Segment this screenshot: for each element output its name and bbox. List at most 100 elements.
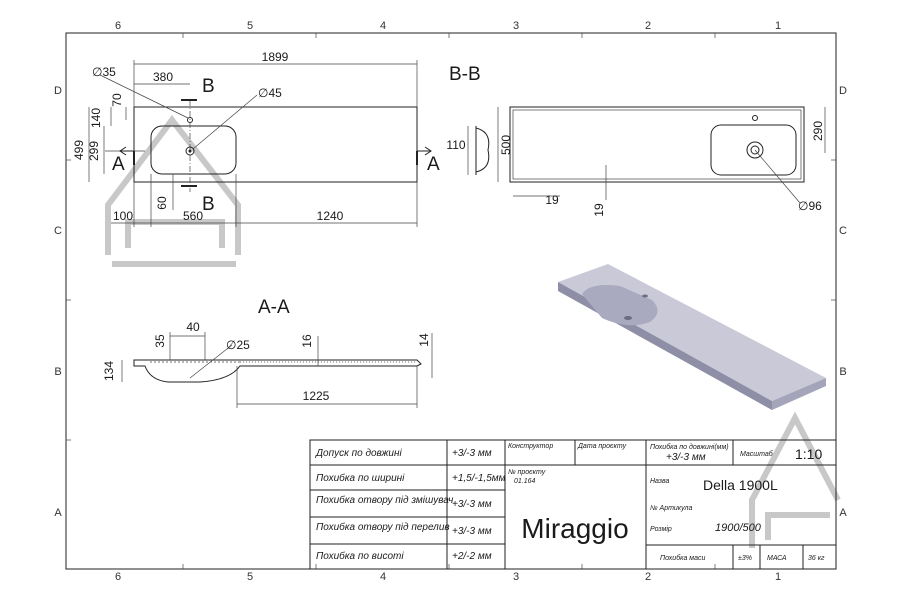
section-letter-a-right: A bbox=[427, 154, 440, 175]
grid-row-b: B bbox=[54, 366, 61, 378]
b-b-drain-outer bbox=[746, 141, 764, 159]
length-error-value: +3/-3 мм bbox=[666, 452, 706, 463]
leader-d45 bbox=[192, 94, 258, 150]
leader-d96 bbox=[754, 149, 801, 204]
tolerance-value-height: +2/-2 мм bbox=[452, 551, 492, 562]
grid-col-4: 4 bbox=[380, 571, 386, 583]
dim-14: 14 bbox=[417, 333, 431, 347]
constructor-label: Конструктор bbox=[508, 443, 553, 450]
scale-value: 1:10 bbox=[795, 446, 822, 462]
mass-value: 36 кг bbox=[808, 555, 825, 562]
dim-1225: 1225 bbox=[303, 389, 330, 403]
view-b-b: B-B ∅96 500 290 19 19 bbox=[449, 64, 826, 217]
brand-logo-text: Miraggio bbox=[521, 513, 628, 544]
scale-label: Масштаб bbox=[740, 450, 774, 458]
grid-row-a: A bbox=[54, 507, 62, 519]
size-value: 1900/500 bbox=[715, 522, 762, 534]
b-b-basin bbox=[710, 124, 797, 176]
render-mixer-hole bbox=[642, 294, 648, 298]
mass-label: МАСА bbox=[767, 555, 787, 562]
view-a-a-title: A-A bbox=[258, 297, 290, 318]
arrow-a-right bbox=[417, 146, 432, 156]
a-a-section-profile bbox=[133, 359, 422, 383]
dim-1899: 1899 bbox=[262, 50, 289, 64]
dim-100: 100 bbox=[113, 209, 133, 223]
tolerance-label-mixer-hole: Похибка отвору під змішувач bbox=[316, 494, 453, 506]
b-b-outline bbox=[509, 106, 805, 183]
dim-290: 290 bbox=[811, 121, 825, 141]
project-date-label: Дата проєкту bbox=[577, 443, 627, 450]
mass-error-value: ±3% bbox=[738, 555, 752, 562]
grid-row-labels: D C B A D C B A bbox=[54, 85, 847, 519]
b-b-mixer-hole bbox=[752, 115, 758, 121]
grid-column-labels-bottom: 6 5 4 3 2 1 bbox=[115, 571, 781, 583]
leader-d35 bbox=[99, 74, 189, 119]
b-b-drain bbox=[750, 145, 760, 155]
project-number: 01.164 bbox=[514, 478, 536, 485]
render-drain bbox=[624, 316, 632, 320]
dim-70: 70 bbox=[110, 93, 124, 107]
dim-500: 500 bbox=[499, 135, 513, 155]
grid-row-c: C bbox=[54, 225, 62, 237]
name-label: Назва bbox=[650, 478, 670, 485]
countertop-outline bbox=[133, 106, 418, 183]
grid-column-labels-top: 6 5 4 3 2 1 bbox=[115, 20, 781, 32]
dim-d35: ∅35 bbox=[92, 65, 116, 79]
grid-col-4: 4 bbox=[380, 20, 386, 32]
grid-col-5: 5 bbox=[247, 20, 253, 32]
render-basin bbox=[582, 285, 658, 326]
dim-380: 380 bbox=[153, 70, 173, 84]
grid-col-3: 3 bbox=[513, 571, 519, 583]
dim-110: 110 bbox=[446, 138, 465, 152]
grid-col-6: 6 bbox=[115, 20, 121, 32]
title-block-frame bbox=[309, 439, 837, 570]
section-letter-b-bottom: B bbox=[202, 194, 215, 215]
mass-error-label: Похибка маси bbox=[660, 554, 705, 562]
dim-d25: ∅25 bbox=[226, 338, 250, 352]
side-profile-view: 110 bbox=[446, 126, 490, 175]
top-view: A A B B 1899 380 ∅35 ∅45 70 140 499 299 … bbox=[72, 50, 440, 227]
dim-16: 16 bbox=[300, 334, 314, 348]
section-letter-b-top: B bbox=[202, 76, 215, 97]
dim-134: 134 bbox=[102, 361, 116, 381]
dim-d45: ∅45 bbox=[258, 86, 282, 100]
dim-60: 60 bbox=[155, 196, 169, 210]
tolerance-label-height: Похибка по висоті bbox=[316, 550, 404, 562]
arrow-a-left bbox=[119, 146, 134, 156]
iso-render bbox=[558, 264, 826, 410]
grid-col-3: 3 bbox=[513, 20, 519, 32]
tolerance-label-width: Похибка по ширині bbox=[316, 472, 405, 484]
dim-1240: 1240 bbox=[317, 209, 344, 223]
length-error-label: Похибка по довжині(мм) bbox=[650, 443, 729, 451]
dim-299: 299 bbox=[87, 141, 101, 161]
dim-35: 35 bbox=[153, 334, 167, 348]
view-b-b-title: B-B bbox=[449, 64, 481, 85]
tolerance-value-width: +1,5/-1,5мм bbox=[452, 473, 506, 484]
grid-col-1: 1 bbox=[775, 571, 781, 583]
title-block: Допуск по довжині +3/-3 мм Похибка по ши… bbox=[309, 439, 837, 570]
grid-ticks bbox=[66, 33, 836, 569]
product-name: Della 1900L bbox=[703, 477, 778, 493]
size-label: Розмір bbox=[650, 525, 672, 533]
tolerance-label-overflow-hole: Похибка отвору під перелив bbox=[316, 521, 450, 533]
grid-col-2: 2 bbox=[645, 571, 651, 583]
dim-40: 40 bbox=[186, 320, 200, 334]
basin-outline bbox=[150, 125, 237, 175]
grid-row-d: D bbox=[54, 85, 62, 97]
b-b-inner-outline bbox=[512, 109, 802, 180]
dim-19-a: 19 bbox=[545, 193, 559, 207]
grid-row-c: C bbox=[839, 225, 847, 237]
tolerance-value-length: +3/-3 мм bbox=[452, 448, 492, 459]
grid-col-5: 5 bbox=[247, 571, 253, 583]
dim-d96: ∅96 bbox=[798, 199, 822, 213]
tolerance-value-overflow-hole: +3/-3 мм bbox=[452, 526, 492, 537]
grid-col-2: 2 bbox=[645, 20, 651, 32]
render-top-surface bbox=[558, 264, 826, 401]
section-letter-a-left: A bbox=[112, 154, 125, 175]
tolerance-value-mixer-hole: +3/-3 мм bbox=[452, 499, 492, 510]
watermark-logo-left bbox=[105, 115, 241, 267]
grid-row-a: A bbox=[839, 507, 847, 519]
grid-row-d: D bbox=[839, 85, 847, 97]
leader-d25 bbox=[189, 344, 233, 379]
